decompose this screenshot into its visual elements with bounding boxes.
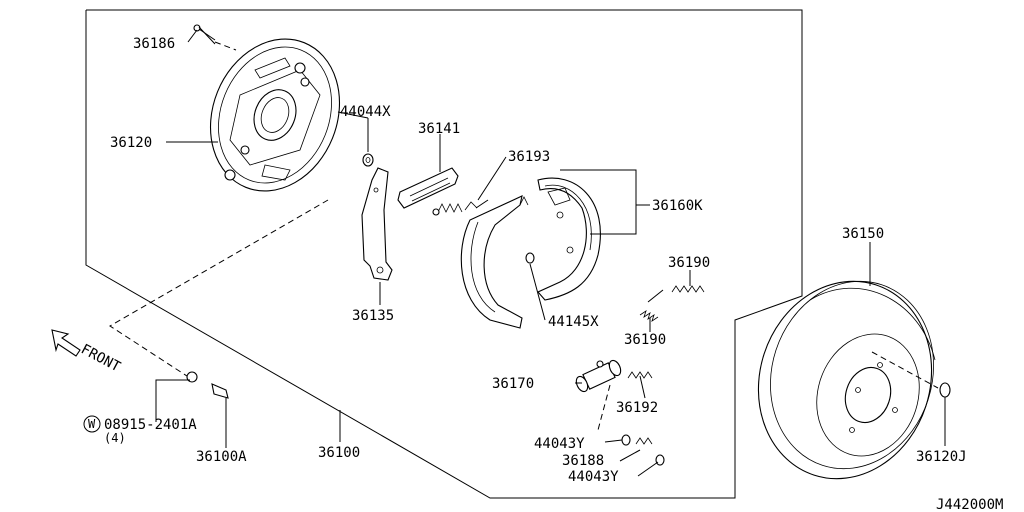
washer-44044x	[362, 153, 374, 167]
washer-symbol-icon: W	[83, 415, 101, 433]
backing-plate	[209, 38, 341, 192]
label-44043y-upper: 44043Y	[534, 436, 585, 452]
brake-shoe-rear	[460, 195, 523, 329]
label-44043y-lower: 44043Y	[568, 469, 619, 485]
label-36120: 36120	[110, 135, 152, 151]
diagram-code: J442000M	[936, 497, 1003, 512]
label-36141: 36141	[418, 121, 460, 137]
spring-36190-upper	[671, 272, 705, 293]
front-arrow-icon	[51, 329, 81, 357]
spring-36192	[627, 371, 653, 379]
washer-symbol-letter: W	[88, 417, 96, 431]
assembly-frame	[85, 9, 803, 499]
label-36160k: 36160K	[652, 198, 703, 214]
label-36150: 36150	[842, 226, 884, 242]
leader-lines	[155, 29, 946, 477]
label-36100a: 36100A	[196, 449, 247, 465]
lever-36135	[361, 167, 393, 281]
label-36186: 36186	[133, 36, 175, 52]
label-36120j: 36120J	[916, 449, 967, 465]
label-36190-upper: 36190	[668, 255, 710, 271]
label-08915-2401a: 08915-2401A	[104, 417, 197, 433]
bolt-36100a	[186, 371, 229, 399]
label-36192: 36192	[616, 400, 658, 416]
dashed-guide-front	[109, 199, 329, 379]
label-36135: 36135	[352, 308, 394, 324]
label-36190-lower: 36190	[624, 332, 666, 348]
label-36100: 36100	[318, 445, 360, 461]
label-36193: 36193	[508, 149, 550, 165]
spring-strut	[432, 203, 463, 216]
brake-shoe-front	[537, 177, 601, 301]
label-44145x: 44145X	[548, 314, 599, 330]
label-36170: 36170	[492, 376, 534, 392]
front-label: FRONT	[78, 341, 123, 375]
bolt-36186	[193, 24, 237, 51]
label-36188: 36188	[562, 453, 604, 469]
spring-36190-lower	[639, 289, 664, 322]
dashed-guide-cylinder	[597, 384, 611, 431]
label-08915-qty: (4)	[104, 431, 126, 445]
spring-36193	[464, 199, 489, 211]
label-44044x: 44044X	[340, 104, 391, 120]
bleeder-parts	[621, 434, 665, 466]
wheel-cylinder-36170	[575, 359, 622, 393]
brake-drum-36150	[757, 280, 936, 480]
adjuster-44145x	[519, 196, 535, 264]
strut-36141	[397, 167, 459, 209]
